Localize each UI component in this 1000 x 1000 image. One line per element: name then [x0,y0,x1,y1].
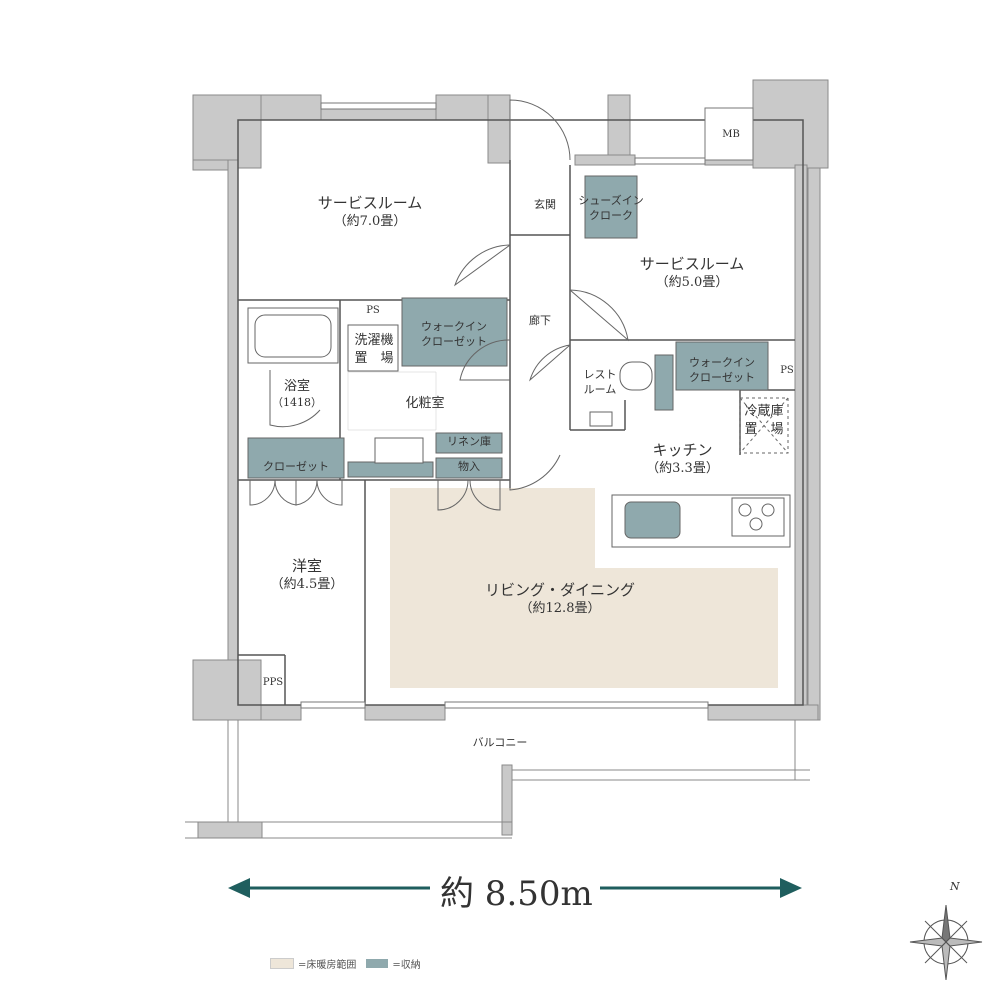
label-mb: MB [722,129,740,140]
room-service-1: サービスルーム（約7.0畳） [317,194,423,230]
room-walkin-2: ウォークインクローゼット [689,356,755,384]
label-fridge: 冷蔵庫置 場 [744,404,784,437]
dimension-label: 約 8.50m [440,874,593,914]
legend-swatch-storage [366,959,389,968]
room-restroom: レストルーム [583,368,617,396]
label-pps: PPS [262,677,284,688]
legend-floor-heating: =床暖房範囲 [298,960,357,971]
room-western: 洋室（約4.5畳） [270,557,344,593]
label-ps-right: PS [780,365,794,376]
compass-icon [909,904,983,981]
legend-storage: =収納 [392,960,421,971]
bath-fixtures [247,307,653,464]
room-walkin-1: ウォークインクローゼット [421,320,487,348]
room-shoe-closet: シューズインクローク [578,194,644,222]
kitchen-counter [611,397,791,548]
windows [300,102,754,709]
compass-north-label: N [950,880,960,893]
door-swings [249,99,629,511]
label-ps-top: PS [366,305,380,316]
room-washroom: 化粧室 [405,396,445,411]
room-entrance: 玄関 [534,198,556,211]
room-bath: 浴室（1418） [272,379,322,409]
room-corridor: 廊下 [529,314,551,327]
dimension-arrow [228,878,802,898]
legend-swatch-floor-heating [270,958,294,969]
label-storage: 物入 [458,460,480,473]
floor-heating-area [390,488,778,688]
balcony-outline [185,720,810,839]
label-balcony: バルコニー [472,736,528,749]
room-laundry: 洗濯機置 場 [354,333,394,366]
room-service-2: サービスルーム（約5.0畳） [639,255,745,291]
room-living: リビング・ダイニング（約12.8畳） [484,581,635,617]
legend: =床暖房範囲 =収納 [270,956,421,971]
walls [192,79,829,839]
label-closet: クローゼット [263,460,329,473]
label-linen: リネン庫 [447,435,491,448]
room-kitchen: キッチン（約3.3畳） [646,441,719,477]
